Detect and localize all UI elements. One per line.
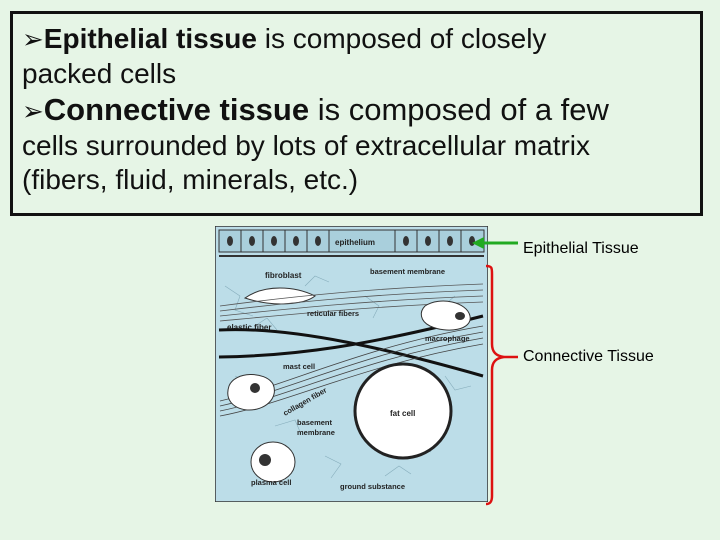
bullet-2-cont: cells surrounded by lots of extracellula… [22, 129, 591, 161]
bullet-2-cont2: (fibers, fluid, minerals, etc.) [22, 163, 359, 195]
macrophage-cell [420, 300, 471, 331]
elastic-fiber-2 [218, 328, 484, 378]
label-plasma-cell: plasma cell [251, 478, 291, 487]
tissue-diagram: epithelium basement membrane fibroblast … [215, 226, 488, 502]
bullet-1-cont: packed cells [22, 57, 177, 89]
fat-cell [353, 362, 453, 460]
callout-connective-tissue: Connective Tissue [523, 348, 654, 365]
label-epithelium: epithelium [335, 238, 375, 247]
label-fibroblast: fibroblast [265, 271, 302, 280]
bullet-2-rest: is composed of a few [309, 91, 609, 127]
label-elastic-fiber: elastic fiber [227, 323, 271, 332]
bullet-1: ➢Epithelial tissue is composed of closel… [22, 22, 694, 57]
bullet-2-term: Connective tissue [43, 91, 310, 127]
epithelial-arrow [472, 237, 518, 249]
connective-brace [485, 264, 518, 506]
arrow-bullet-icon: ➢ [22, 96, 44, 127]
label-mast-cell: mast cell [283, 362, 315, 371]
text-box: ➢Epithelial tissue is composed of closel… [10, 11, 703, 216]
mast-cell [227, 374, 275, 411]
callout-epithelial-tissue: Epithelial Tissue [523, 240, 639, 257]
bullet-2: ➢Connective tissue is composed of a few [22, 91, 694, 129]
label-macrophage: macrophage [425, 334, 470, 343]
label-fat-cell: fat cell [390, 409, 415, 418]
label-basement-bottom-1: basement [297, 418, 333, 427]
plasma-cell [250, 441, 296, 483]
arrow-bullet-icon: ➢ [22, 25, 44, 55]
fibroblast-cell [243, 287, 316, 305]
bullet-1-term: Epithelial tissue [43, 23, 257, 54]
label-reticular-fibers: reticular fibers [307, 309, 359, 318]
label-basement-membrane-top: basement membrane [370, 267, 445, 276]
label-basement-bottom-2: membrane [297, 428, 335, 437]
bullet-1-rest: is composed of closely [256, 23, 547, 54]
label-ground-substance: ground substance [340, 482, 405, 491]
